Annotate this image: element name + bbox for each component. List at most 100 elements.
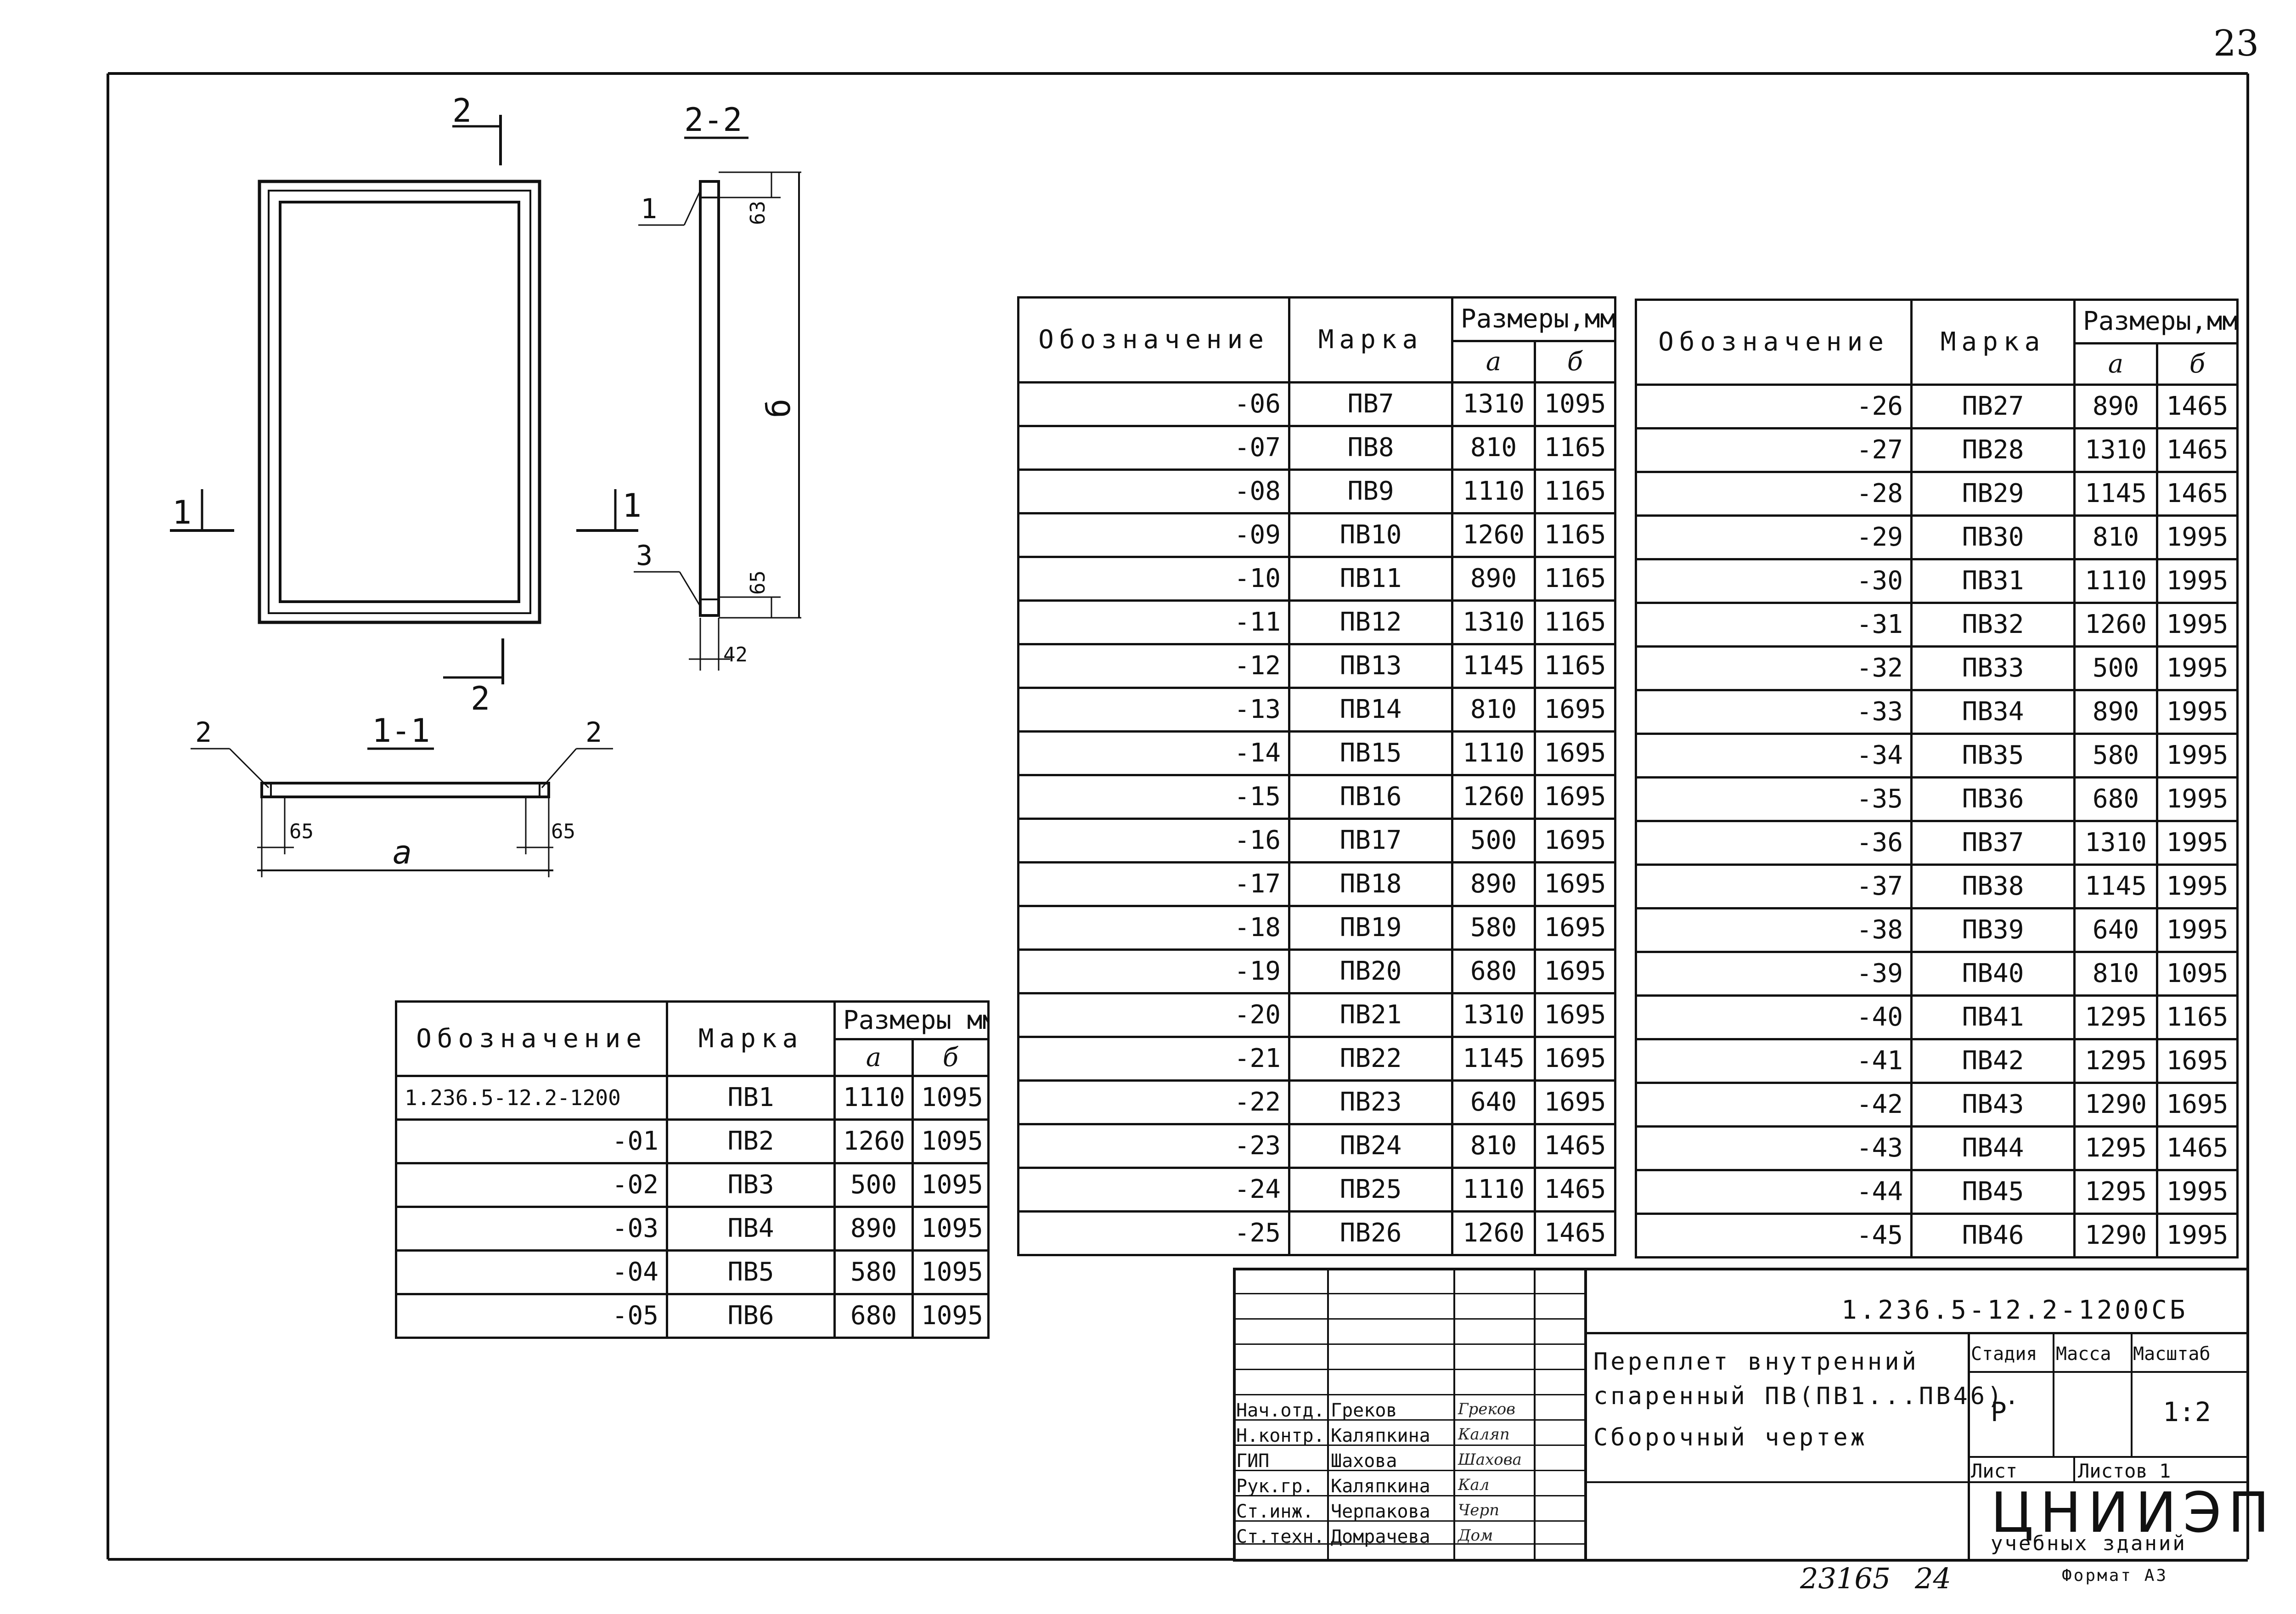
size-b-cell: 1695 (1534, 948, 1616, 994)
mark-cell: ПВ1 (666, 1075, 836, 1121)
size-a-cell: 1110 (1451, 730, 1536, 776)
mark-cell: ПВ8 (1288, 425, 1453, 471)
designation-cell: -10 (1017, 556, 1290, 602)
mark-cell: ПВ44 (1910, 1125, 2076, 1171)
title-line-2: спаренный ПВ(ПВ1...ПВ46). (1593, 1383, 2022, 1410)
mark-cell: ПВ29 (1910, 471, 2076, 517)
size-a-cell: 890 (2073, 689, 2158, 735)
dim-65-left-label: 65 (289, 820, 314, 843)
size-a-cell: 890 (1451, 861, 1536, 907)
mark-cell: ПВ33 (1910, 645, 2076, 691)
designation-cell: -37 (1635, 863, 1913, 909)
size-b-cell: 1165 (1534, 599, 1616, 645)
paper-format: Формат А3 (2062, 1566, 2168, 1585)
size-a-cell: 890 (2073, 384, 2158, 429)
size-b-cell: 1165 (1534, 556, 1616, 602)
mark-cell: ПВ30 (1910, 514, 2076, 560)
size-b-cell: 1995 (2156, 776, 2239, 822)
size-b-cell: 1995 (2156, 733, 2239, 779)
dim-42-label: 42 (723, 643, 748, 666)
callout-1: 1 (641, 193, 657, 225)
sash-outer-rect (258, 180, 541, 624)
designation-cell: -36 (1635, 820, 1913, 866)
size-b-cell: 1995 (2156, 1213, 2239, 1258)
header-b: б (1534, 340, 1616, 384)
section-2-bottom-label: 2 (471, 680, 490, 717)
designation-cell: -40 (1635, 994, 1913, 1040)
size-a-cell: 1110 (833, 1075, 914, 1121)
designation-cell: -03 (395, 1206, 668, 1252)
size-b-cell: 1695 (1534, 1036, 1616, 1082)
inventory-number: 23165 (1800, 1562, 1891, 1595)
size-b-cell: 1165 (1534, 425, 1616, 471)
mark-cell: ПВ17 (1288, 818, 1453, 863)
mark-cell: ПВ46 (1910, 1213, 2076, 1258)
size-a-cell: 1290 (2073, 1213, 2158, 1258)
header-a: a (2073, 342, 2158, 386)
size-a-cell: 1295 (2073, 1125, 2158, 1171)
document-code: 1.236.5-12.2-1200СБ (1841, 1295, 2188, 1325)
header-designation: Обозначение (395, 1000, 668, 1077)
designation-cell: -21 (1017, 1036, 1290, 1082)
mark-cell: ПВ21 (1288, 992, 1453, 1038)
designation-cell: -41 (1635, 1038, 1913, 1084)
designation-cell: -43 (1635, 1125, 1913, 1171)
mark-cell: ПВ32 (1910, 602, 2076, 648)
mark-cell: ПВ37 (1910, 820, 2076, 866)
size-a-cell: 680 (2073, 776, 2158, 822)
dim-65-side-label: 65 (746, 570, 770, 595)
size-a-cell: 680 (833, 1293, 914, 1339)
leader-3 (679, 571, 701, 607)
mark-cell: ПВ11 (1288, 556, 1453, 602)
size-a-cell: 640 (2073, 907, 2158, 953)
size-a-cell: 1310 (1451, 381, 1536, 427)
size-a-cell: 1110 (1451, 468, 1536, 514)
size-a-cell: 500 (833, 1162, 914, 1208)
designation-cell: -44 (1635, 1169, 1913, 1215)
header-designation: Обозначение (1017, 296, 1290, 384)
size-a-cell: 1310 (1451, 992, 1536, 1038)
size-a-cell: 1310 (2073, 427, 2158, 473)
section-2-2-bottom-cap (699, 598, 720, 616)
size-b-cell: 1995 (2156, 907, 2239, 953)
leader-1 (683, 190, 701, 226)
dim-b-label: б (760, 399, 798, 418)
mark-cell: ПВ20 (1288, 948, 1453, 994)
designation-cell: -20 (1017, 992, 1290, 1038)
designation-cell: 1.236.5-12.2-1200 (395, 1075, 668, 1121)
mark-cell: ПВ10 (1288, 512, 1453, 558)
role-label: Нач.отд. (1236, 1400, 1325, 1421)
designation-cell: -45 (1635, 1213, 1913, 1258)
header-b: б (912, 1038, 990, 1077)
role-label: Ст.инж. (1236, 1501, 1314, 1522)
designation-cell: -29 (1635, 514, 1913, 560)
signature: Черп (1458, 1501, 1500, 1519)
size-b-cell: 1465 (1534, 1210, 1616, 1256)
size-b-cell: 1695 (1534, 687, 1616, 733)
designation-cell: -27 (1635, 427, 1913, 473)
header-mark: Марка (1288, 296, 1453, 384)
size-b-cell: 1995 (2156, 602, 2239, 648)
size-a-cell: 810 (2073, 514, 2158, 560)
size-a-cell: 1145 (1451, 643, 1536, 689)
person-name: Греков (1331, 1400, 1397, 1421)
designation-cell: -28 (1635, 471, 1913, 517)
sash-inner-rect (279, 201, 520, 603)
size-b-cell: 1165 (2156, 994, 2239, 1040)
stage-label: Стадия (1971, 1343, 2037, 1365)
size-a-cell: 1110 (1451, 1167, 1536, 1213)
size-b-cell: 1995 (2156, 514, 2239, 560)
size-b-cell: 1465 (1534, 1167, 1616, 1213)
dim-65-right-label: 65 (551, 820, 575, 843)
mark-cell: ПВ9 (1288, 468, 1453, 514)
size-b-cell: 1995 (2156, 863, 2239, 909)
